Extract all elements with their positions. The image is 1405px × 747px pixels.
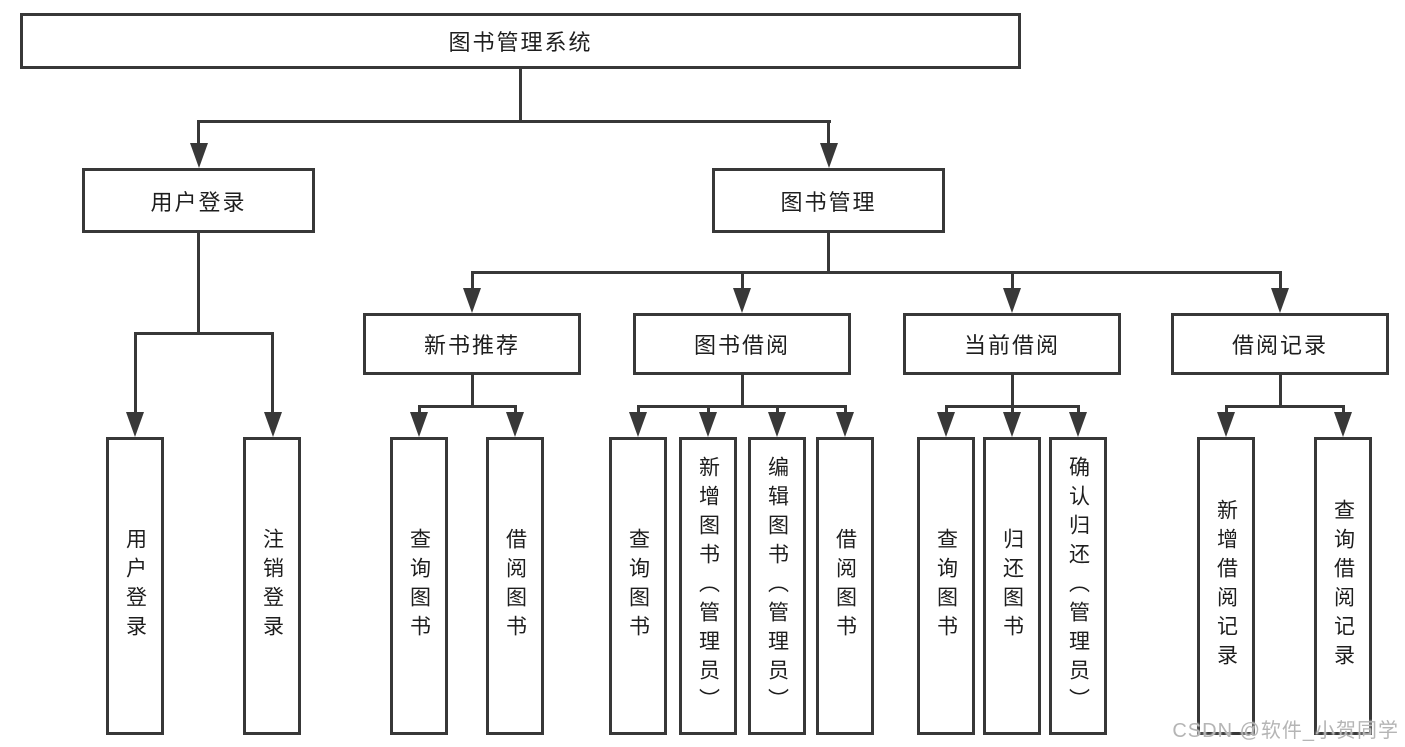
node-user-login-label: 用户登录 — [150, 189, 247, 215]
connector-line — [1076, 405, 1080, 417]
connector-line — [513, 405, 517, 417]
node-leaf-user-login-label: 用户登录 — [123, 528, 147, 644]
arrow-down-icon — [410, 412, 428, 437]
arrow-down-icon — [1271, 288, 1289, 313]
connector-line — [740, 271, 744, 291]
node-borrowing-records-label: 借阅记录 — [1231, 333, 1328, 358]
node-leaf-return-books: 归还图书 — [983, 437, 1041, 735]
node-leaf-confirm-return-admin-label: 确认归还（管理员） — [1066, 455, 1090, 717]
connector-line — [1010, 375, 1014, 408]
connector-line — [1224, 405, 1228, 417]
arrow-down-icon — [1334, 412, 1352, 437]
node-leaf-confirm-return-admin: 确认归还（管理员） — [1049, 437, 1107, 735]
arrow-down-icon — [1003, 412, 1021, 437]
connector-line — [197, 233, 200, 335]
node-new-book-recommend-label: 新书推荐 — [423, 333, 520, 358]
connector-line — [417, 405, 517, 408]
node-book-management-label: 图书管理 — [780, 189, 877, 215]
connector-line — [1010, 405, 1014, 417]
connector-line — [1341, 405, 1345, 417]
connector-line — [1278, 375, 1282, 408]
arrow-down-icon — [1003, 288, 1021, 313]
node-leaf-edit-books-admin-label: 编辑图书（管理员） — [765, 455, 789, 717]
connector-line — [417, 405, 421, 417]
arrow-down-icon — [126, 412, 144, 437]
connector-line — [470, 271, 1282, 274]
connector-line — [519, 69, 522, 123]
node-new-book-recommend: 新书推荐 — [363, 313, 581, 375]
connector-line — [1224, 405, 1345, 408]
arrow-down-icon — [463, 288, 481, 313]
node-leaf-add-borrow-record-label: 新增借阅记录 — [1214, 499, 1238, 673]
node-leaf-query-books-borrowing-label: 查询图书 — [626, 528, 650, 644]
connector-line — [470, 271, 474, 291]
node-leaf-borrow-books-recommend: 借阅图书 — [486, 437, 544, 735]
node-leaf-borrow-books-borrowing-label: 借阅图书 — [833, 528, 857, 644]
arrow-down-icon — [699, 412, 717, 437]
node-leaf-query-books-current-label: 查询图书 — [934, 528, 958, 644]
node-leaf-borrow-books-borrowing: 借阅图书 — [816, 437, 874, 735]
connector-line — [827, 233, 830, 274]
connector-line — [133, 332, 274, 335]
arrow-down-icon — [836, 412, 854, 437]
node-leaf-add-borrow-record: 新增借阅记录 — [1197, 437, 1255, 735]
arrow-down-icon — [263, 412, 282, 437]
node-leaf-query-borrow-record-label: 查询借阅记录 — [1331, 499, 1355, 673]
node-library-management-system-label: 图书管理系统 — [448, 30, 593, 55]
node-current-borrowing-label: 当前借阅 — [963, 333, 1060, 358]
node-leaf-logout: 注销登录 — [243, 437, 301, 735]
node-book-borrowing-label: 图书借阅 — [693, 333, 790, 358]
node-user-login: 用户登录 — [82, 168, 315, 233]
node-leaf-query-books-recommend: 查询图书 — [390, 437, 448, 735]
node-leaf-query-books-recommend-label: 查询图书 — [407, 528, 431, 644]
node-leaf-query-borrow-record: 查询借阅记录 — [1314, 437, 1372, 735]
node-leaf-return-books-label: 归还图书 — [1000, 528, 1024, 644]
connector-line — [197, 120, 200, 148]
node-book-management: 图书管理 — [712, 168, 945, 233]
arrow-down-icon — [937, 412, 955, 437]
node-borrowing-records: 借阅记录 — [1171, 313, 1389, 375]
connector-line — [706, 405, 710, 417]
node-leaf-add-books-admin-label: 新增图书（管理员） — [696, 455, 720, 717]
node-leaf-edit-books-admin: 编辑图书（管理员） — [748, 437, 806, 735]
connector-line — [470, 375, 474, 408]
node-current-borrowing: 当前借阅 — [903, 313, 1121, 375]
connector-line — [1278, 271, 1282, 291]
arrow-down-icon — [768, 412, 786, 437]
arrow-down-icon — [189, 143, 208, 168]
arrow-down-icon — [1217, 412, 1235, 437]
node-leaf-query-books-current: 查询图书 — [917, 437, 975, 735]
arrow-down-icon — [629, 412, 647, 437]
node-leaf-user-login: 用户登录 — [106, 437, 164, 735]
arrow-down-icon — [506, 412, 524, 437]
node-book-borrowing: 图书借阅 — [633, 313, 851, 375]
node-leaf-borrow-books-recommend-label: 借阅图书 — [503, 528, 527, 644]
connector-line — [271, 332, 274, 414]
connector-line — [775, 405, 779, 417]
connector-line — [1010, 271, 1014, 291]
arrow-down-icon — [733, 288, 751, 313]
node-leaf-logout-label: 注销登录 — [260, 528, 284, 644]
arrow-down-icon — [819, 143, 838, 168]
node-library-management-system: 图书管理系统 — [20, 13, 1021, 69]
connector-line — [636, 405, 640, 417]
connector-line — [740, 375, 744, 408]
csdn-watermark: CSDN @软件_小贺同学 — [1172, 720, 1399, 742]
connector-line — [133, 332, 137, 414]
node-leaf-query-books-borrowing: 查询图书 — [609, 437, 667, 735]
arrow-down-icon — [1069, 412, 1087, 437]
node-leaf-add-books-admin: 新增图书（管理员） — [679, 437, 737, 735]
connector-line — [827, 120, 830, 148]
connector-line — [843, 405, 847, 417]
connector-line — [636, 405, 847, 408]
connector-line — [944, 405, 948, 417]
connector-line — [197, 120, 831, 123]
